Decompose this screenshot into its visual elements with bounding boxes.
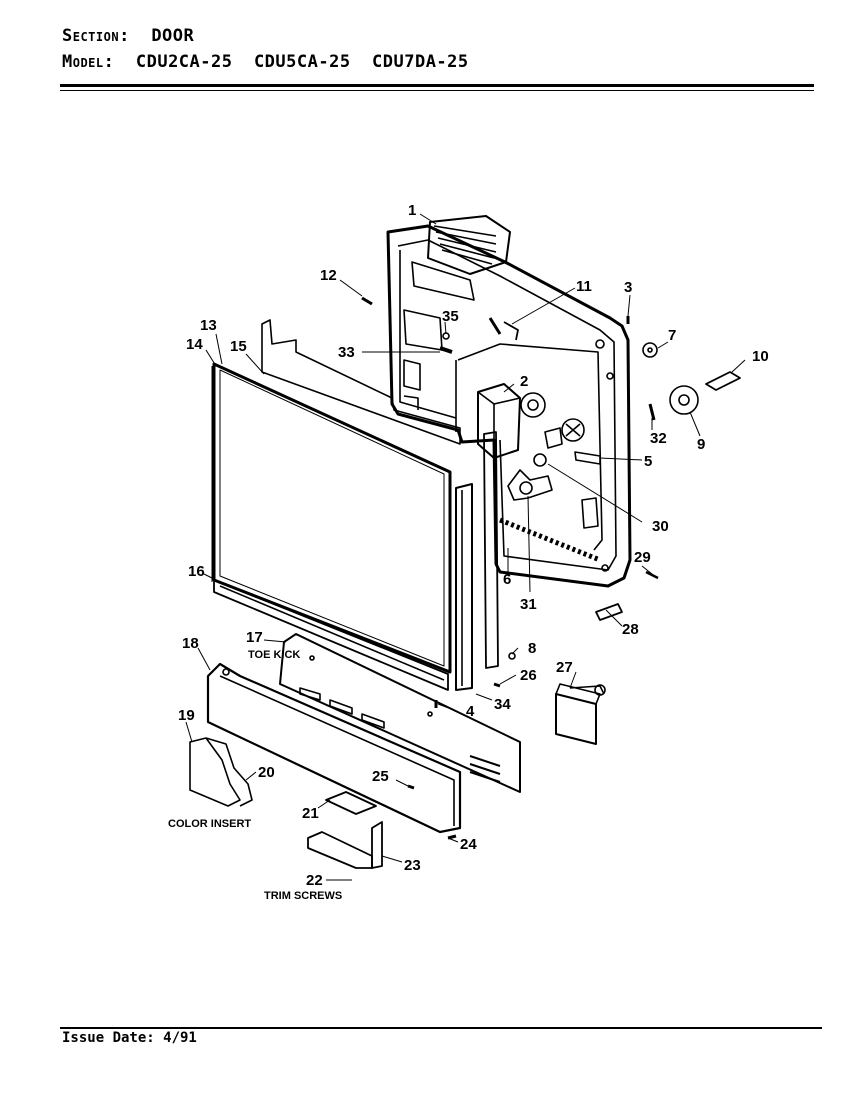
model-label: Model: bbox=[62, 52, 115, 72]
section-value: DOOR bbox=[151, 26, 195, 46]
callout-28: 28 bbox=[622, 621, 639, 638]
callout-16: 16 bbox=[188, 563, 205, 580]
callout-11: 11 bbox=[576, 278, 592, 295]
callout-26: 26 bbox=[520, 667, 537, 684]
callout-4: 4 bbox=[466, 703, 475, 720]
callout-8: 8 bbox=[528, 640, 536, 657]
callout-15: 15 bbox=[230, 338, 247, 355]
callout-29: 29 bbox=[634, 549, 651, 566]
callout-6: 6 bbox=[503, 571, 511, 588]
callout-7: 7 bbox=[668, 327, 676, 344]
callout-leaders bbox=[185, 213, 746, 881]
callout-32: 32 bbox=[650, 430, 667, 447]
callout-25: 25 bbox=[372, 768, 389, 785]
fastener-parts bbox=[361, 296, 741, 840]
section-label: Section: bbox=[62, 26, 130, 46]
toe-kick-plate bbox=[279, 633, 521, 793]
header-rule-thick bbox=[60, 84, 814, 87]
lower-access-panel bbox=[206, 662, 462, 834]
toe-kick-caption: TOE KICK bbox=[248, 649, 300, 661]
model-header: Model: CDU2CA-25 CDU5CA-25 CDU7DA-25 bbox=[62, 52, 469, 72]
callout-31: 31 bbox=[520, 596, 537, 613]
color-insert-caption: COLOR INSERT bbox=[168, 818, 251, 830]
access-cover bbox=[555, 683, 606, 745]
model-list: CDU2CA-25 CDU5CA-25 CDU7DA-25 bbox=[135, 52, 469, 72]
color-insert bbox=[189, 737, 253, 807]
callout-30: 30 bbox=[652, 518, 669, 535]
callout-9: 9 bbox=[697, 436, 705, 453]
dispenser-parts bbox=[507, 392, 601, 529]
callout-1: 1 bbox=[408, 202, 416, 219]
trim-bracket bbox=[307, 791, 383, 869]
section-header: Section: DOOR bbox=[62, 26, 194, 46]
callout-21: 21 bbox=[302, 805, 319, 822]
header-rule-thin bbox=[60, 90, 814, 91]
callout-24: 24 bbox=[460, 836, 477, 853]
door-support-bar bbox=[483, 431, 499, 669]
callout-33: 33 bbox=[338, 344, 355, 361]
callout-3: 3 bbox=[624, 279, 632, 296]
callout-13: 13 bbox=[200, 317, 217, 334]
callout-5: 5 bbox=[644, 453, 652, 470]
top-vent bbox=[427, 215, 511, 275]
latch-assembly bbox=[477, 383, 521, 459]
issue-date: Issue Date: 4/91 bbox=[62, 1030, 197, 1046]
callout-23: 23 bbox=[404, 857, 421, 874]
callout-19: 19 bbox=[178, 707, 195, 724]
inner-door-frame bbox=[386, 224, 632, 588]
footer-rule bbox=[60, 1027, 822, 1029]
callout-18: 18 bbox=[182, 635, 199, 652]
callout-20: 20 bbox=[258, 764, 275, 781]
callout-35: 35 bbox=[442, 308, 459, 325]
insulation-panel bbox=[261, 319, 461, 445]
callout-2: 2 bbox=[520, 373, 528, 390]
callout-10: 10 bbox=[752, 348, 769, 365]
callout-27: 27 bbox=[556, 659, 573, 676]
callout-14: 14 bbox=[186, 336, 203, 353]
callout-17: 17 bbox=[246, 629, 263, 646]
callout-34: 34 bbox=[494, 696, 511, 713]
callout-12: 12 bbox=[320, 267, 337, 284]
bottom-trim-strip bbox=[213, 579, 449, 691]
outer-door-panel bbox=[211, 362, 452, 674]
trim-screws-caption: TRIM SCREWS bbox=[264, 890, 342, 902]
side-rail bbox=[455, 483, 473, 691]
callout-22: 22 bbox=[306, 872, 323, 889]
